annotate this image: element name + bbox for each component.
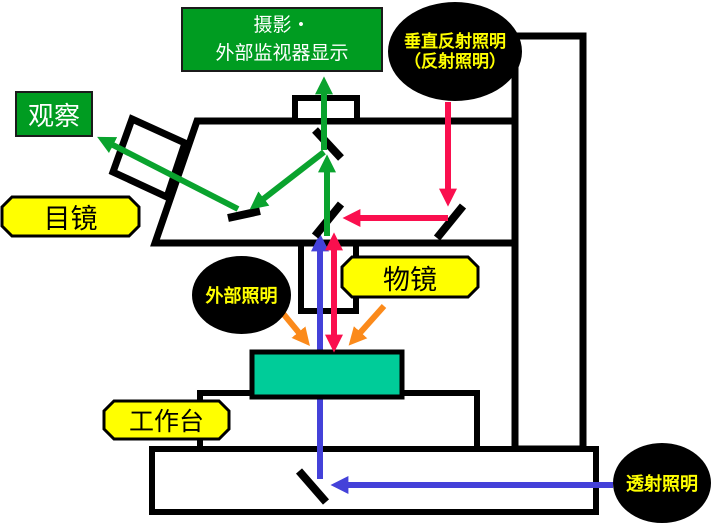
stage-label: 工作台	[128, 408, 204, 436]
eyepiece-mirror	[227, 207, 261, 222]
external-illumination-right-arrow	[348, 304, 387, 346]
vertical-reflected-illumination-label: 垂直反射照明 （反射照明）	[388, 2, 522, 101]
external-illumination-label: 外部照明	[192, 256, 291, 334]
vertical-reflected-line2: （反射照明）	[404, 51, 506, 71]
vertical-reflected-line1: 垂直反射照明	[404, 31, 506, 51]
eyepiece-tube	[108, 114, 190, 202]
stage-upper-step	[197, 390, 480, 452]
eyepiece-callout-shape	[0, 195, 141, 238]
observation-arrow	[97, 136, 240, 212]
camera-display-line1: 摄影・	[253, 14, 311, 36]
stand-column	[511, 32, 587, 453]
external-illumination-left-arrow	[278, 309, 310, 347]
microscope-head	[150, 117, 519, 247]
observation-label: 观察	[15, 91, 93, 137]
stage-callout-shape	[102, 399, 231, 441]
base-mirror	[295, 468, 330, 505]
objective-label: 物镜	[383, 264, 437, 295]
specimen-slide	[249, 349, 405, 400]
transmitted-illumination-label: 透射照明	[613, 443, 711, 523]
objective-callout-shape	[340, 255, 480, 299]
eyepiece-joint-line	[170, 138, 194, 192]
camera-beamsplitter-mirror	[312, 127, 344, 161]
camera-display-line2: 外部监视器显示	[215, 42, 349, 64]
head-internal-arrow	[249, 149, 326, 210]
eyepiece-label: 目镜	[43, 204, 98, 234]
base	[149, 446, 599, 515]
illuminator-mirror	[433, 203, 467, 241]
camera-display-label: 摄影・ 外部监视器显示	[181, 7, 383, 72]
